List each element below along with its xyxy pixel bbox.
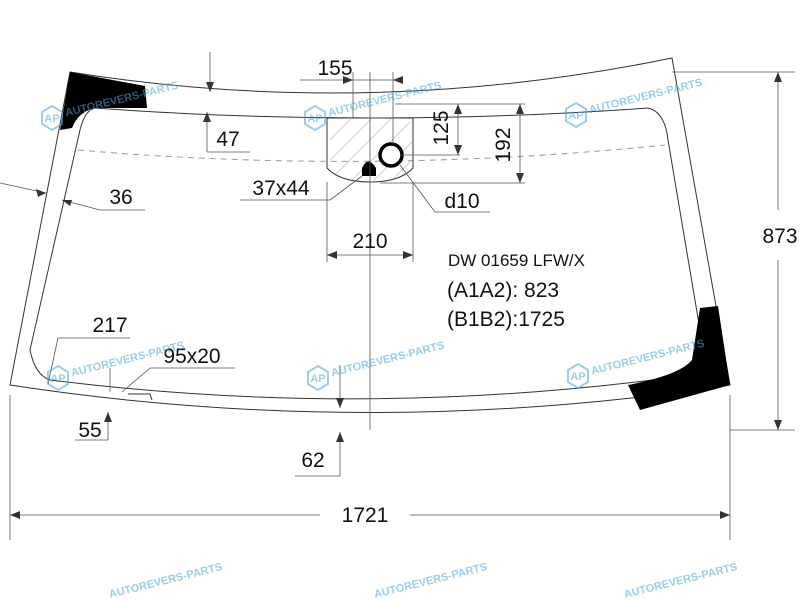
svg-text:AUTOREVERS-PARTS: AUTOREVERS-PARTS xyxy=(327,80,443,120)
svg-text:AUTOREVERS-PARTS: AUTOREVERS-PARTS xyxy=(108,561,224,600)
dim-cutout: 95x20 xyxy=(163,345,220,368)
svg-text:AUTOREVERS-PARTS: AUTOREVERS-PARTS xyxy=(373,561,489,600)
part-b1b2: (B1B2):1725 xyxy=(447,308,565,331)
svg-text:AP: AP xyxy=(310,373,325,385)
dim-mirror-height: 192 xyxy=(492,127,515,162)
dim-bottom-edge-center: 62 xyxy=(301,449,324,472)
dimension-lines xyxy=(0,52,795,540)
sensor-pad xyxy=(362,161,376,176)
svg-text:AP: AP xyxy=(307,113,322,125)
dim-height-total: 873 xyxy=(762,225,797,248)
svg-text:AUTOREVERS-PARTS: AUTOREVERS-PARTS xyxy=(623,561,739,600)
ceramic-corner-right xyxy=(628,306,730,410)
dim-side-band: 36 xyxy=(109,186,132,209)
arrowheads xyxy=(10,72,782,519)
dim-bottom-area-width: 210 xyxy=(352,230,387,253)
svg-text:AP: AP xyxy=(570,371,585,383)
svg-text:AP: AP xyxy=(50,373,65,385)
watermark-logo-icon xyxy=(304,104,326,132)
watermark-logo-icon xyxy=(307,364,329,392)
ceramic-corner-left xyxy=(60,72,147,130)
dim-width-total: 1721 xyxy=(342,504,389,527)
svg-text:AUTOREVERS-PARTS: AUTOREVERS-PARTS xyxy=(330,340,446,380)
dim-bottom-left: 217 xyxy=(92,314,127,337)
watermark-logo-icon xyxy=(47,364,69,392)
watermark-logo-icon xyxy=(41,104,63,132)
dim-bottom-edge-left: 55 xyxy=(78,419,101,442)
dim-top-band: 47 xyxy=(216,128,239,151)
dim-hole: d10 xyxy=(444,190,479,213)
svg-text:AP: AP xyxy=(44,113,59,125)
hole-circle xyxy=(378,142,404,168)
part-a1a2: (A1A2): 823 xyxy=(447,279,559,302)
shade-band-line xyxy=(77,144,666,162)
part-code: DW 01659 LFW/X xyxy=(448,251,585,270)
dim-mirror-width: 155 xyxy=(317,57,352,80)
svg-text:AP: AP xyxy=(568,110,583,122)
bottom-cutout xyxy=(128,393,153,401)
dim-mirror-offset: 125 xyxy=(430,110,453,145)
svg-text:AUTOREVERS-PARTS: AUTOREVERS-PARTS xyxy=(588,77,704,117)
watermark-logo-icon xyxy=(565,101,587,129)
dim-sensor-area: 37x44 xyxy=(252,177,310,200)
watermark-logo-icon xyxy=(567,362,589,390)
